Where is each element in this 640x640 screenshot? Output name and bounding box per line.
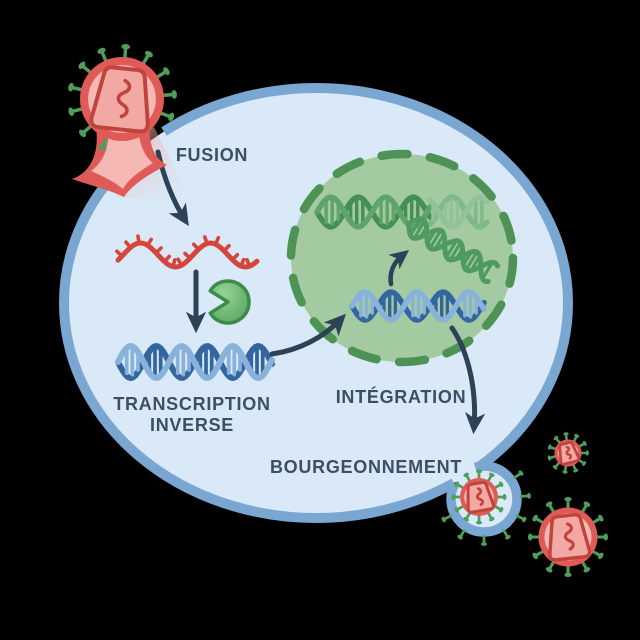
nuclear-envelope <box>286 149 518 367</box>
viral-dna-icon <box>115 342 275 382</box>
nuclear-import-arrow-icon <box>269 313 346 357</box>
budding-virus-icon <box>451 469 507 525</box>
fusion-arrow-icon <box>155 149 189 227</box>
budding-arrow-icon <box>449 325 486 435</box>
integration-label: INTÉGRATION <box>336 386 467 407</box>
transcription-inverse-label-line2: INVERSE <box>150 415 234 435</box>
released-virus-large-icon <box>527 496 609 578</box>
host-dna-icon <box>314 194 433 230</box>
cell-membrane <box>59 83 573 523</box>
bourgeonnement-label: BOURGEONNEMENT <box>270 457 462 477</box>
fusing-virus-icon <box>68 44 177 151</box>
released-virus-small-icon <box>547 432 589 474</box>
fusion-label: FUSION <box>176 145 248 165</box>
transcription-inverse-label-line1: TRANSCRIPTION <box>113 394 270 414</box>
viral-dna-in-nucleus-icon <box>349 289 487 323</box>
host-dna-faded-icon <box>427 194 490 230</box>
integration-arrow-icon <box>388 249 410 287</box>
integrating-dna-icon <box>406 216 501 285</box>
bud-envelope-spikes-icon <box>441 470 531 546</box>
viral-rna-icon <box>115 234 260 270</box>
reverse-transcriptase-enzyme-icon <box>208 279 251 325</box>
